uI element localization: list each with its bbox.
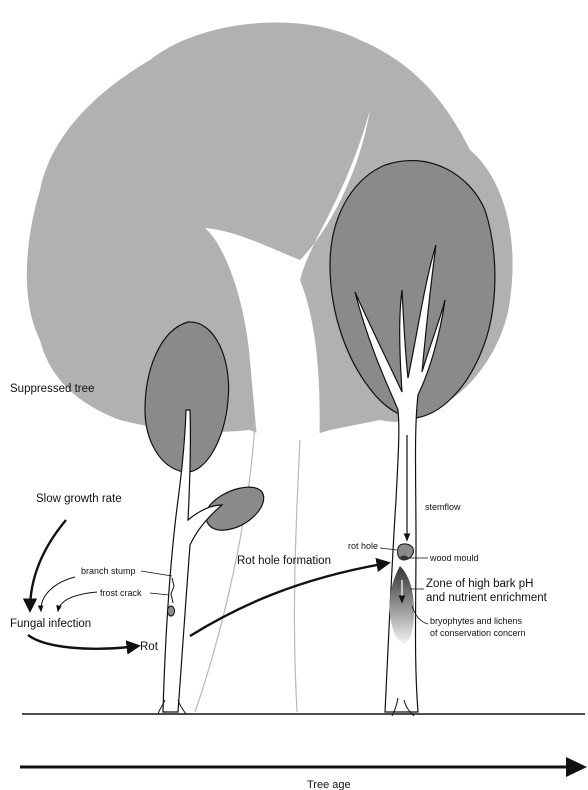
fungal-to-rot-arrow (28, 635, 138, 649)
fungal-infection-label: Fungal infection (10, 618, 91, 630)
rot-spot (168, 606, 175, 616)
branch-stump-leader (141, 571, 172, 576)
frost-crack-label: frost crack (100, 588, 142, 598)
slow-growth-rate-label: Slow growth rate (36, 493, 122, 505)
rot-label: Rot (140, 641, 159, 653)
bryophytes-label-line1: bryophytes and lichens (430, 616, 523, 626)
suppressed-tree-label: Suppressed tree (10, 383, 94, 395)
wood-mould-label: wood mould (429, 553, 479, 563)
tree-age-axis: Tree age (20, 757, 587, 790)
wood-mould-spot (400, 556, 408, 561)
rot-hole-formation-label: Rot hole formation (237, 555, 331, 567)
frost-crack-leader (150, 593, 169, 595)
rot-hole-label: rot hole (348, 541, 378, 551)
tree-age-axis-label: Tree age (307, 779, 351, 790)
tree-age-axis-arrowhead (566, 757, 587, 777)
zone-label-line2: and nutrient enrichment (426, 592, 548, 604)
branch-stump-label: branch stump (81, 566, 136, 576)
zone-label-line1: Zone of high bark pH (426, 578, 533, 590)
bryophytes-label-line2: of conservation concern (430, 628, 526, 638)
slow-growth-to-fungal-arrow (30, 520, 66, 610)
stemflow-label: stemflow (425, 502, 461, 512)
branch-stump-to-fungal-arrow (41, 577, 75, 611)
frost-crack-to-fungal-arrow (58, 592, 97, 611)
